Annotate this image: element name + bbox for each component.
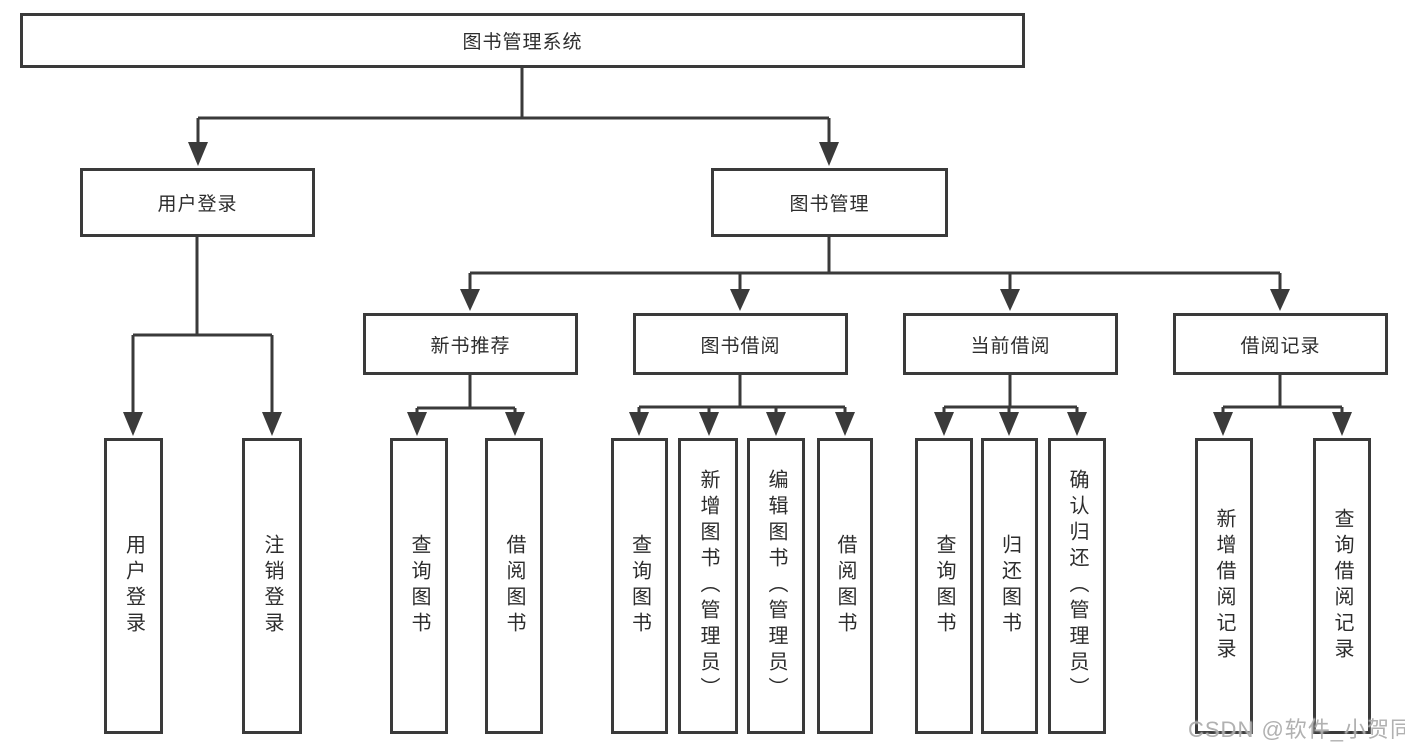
leaf-label: 归还图书	[998, 534, 1021, 638]
leaf-user-login: 用户登录	[104, 438, 163, 734]
node-label: 图书管理	[789, 194, 870, 215]
leaf-return-book: 归还图书	[981, 438, 1038, 734]
leaf-query-book-3: 查询图书	[915, 438, 973, 734]
leaf-label: 查询图书	[933, 534, 955, 638]
leaf-confirm-return-admin: 确认归还（管理员）	[1048, 438, 1106, 734]
node-book-management: 图书管理	[711, 168, 948, 237]
leaf-label: 编辑图书（管理员）	[765, 469, 787, 703]
leaf-label: 查询借阅记录	[1331, 508, 1353, 664]
node-book-borrow: 图书借阅	[633, 313, 848, 375]
node-user-login: 用户登录	[80, 168, 315, 237]
node-new-book-recommend: 新书推荐	[363, 313, 578, 375]
leaf-label: 新增借阅记录	[1213, 508, 1235, 664]
leaf-logout: 注销登录	[242, 438, 302, 734]
leaf-label: 借阅图书	[834, 534, 856, 638]
leaf-query-book-1: 查询图书	[390, 438, 448, 734]
leaf-label: 用户登录	[122, 534, 145, 638]
node-current-borrow: 当前借阅	[903, 313, 1118, 375]
leaf-label: 查询图书	[628, 534, 651, 638]
node-label: 当前借阅	[970, 335, 1051, 357]
leaf-edit-book-admin: 编辑图书（管理员）	[747, 438, 805, 734]
node-library-management-system: 图书管理系统	[20, 13, 1025, 68]
leaf-borrow-book-2: 借阅图书	[817, 438, 873, 734]
csdn-watermark: CSDN @软件_小贺同学	[1188, 717, 1405, 742]
leaf-add-borrow-record: 新增借阅记录	[1195, 438, 1253, 734]
leaf-label: 注销登录	[261, 534, 283, 638]
leaf-query-borrow-record: 查询借阅记录	[1313, 438, 1371, 734]
arrowheads	[123, 142, 1352, 436]
node-label: 用户登录	[157, 194, 238, 215]
node-label: 借阅记录	[1240, 335, 1321, 357]
leaf-add-book-admin: 新增图书（管理员）	[678, 438, 738, 734]
leaf-label: 查询图书	[408, 534, 430, 638]
node-label: 新书推荐	[430, 335, 511, 357]
leaf-label: 确认归还（管理员）	[1066, 469, 1088, 703]
node-borrow-records: 借阅记录	[1173, 313, 1388, 375]
leaf-label: 借阅图书	[503, 534, 525, 638]
node-label: 图书管理系统	[462, 32, 583, 53]
leaf-label: 新增图书（管理员）	[697, 469, 719, 703]
leaf-query-book-2: 查询图书	[611, 438, 668, 734]
node-label: 图书借阅	[700, 335, 781, 357]
leaf-borrow-book-1: 借阅图书	[485, 438, 543, 734]
